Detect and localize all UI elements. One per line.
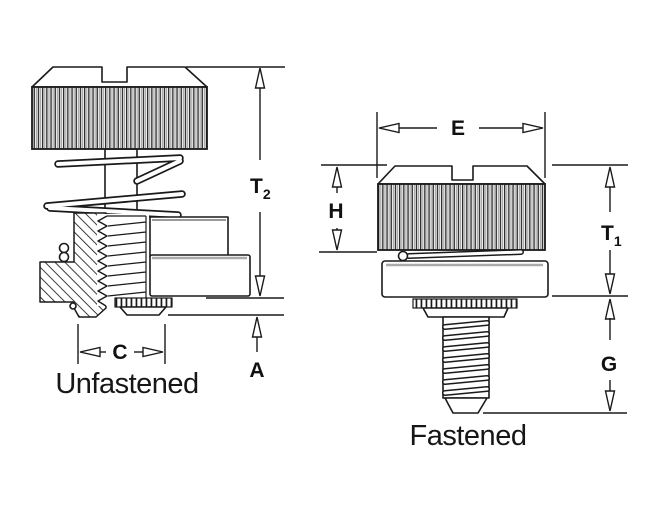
retainer-flange [381, 260, 549, 298]
dim-label-G: G [601, 353, 617, 376]
dimension-arrow-icon [604, 166, 616, 188]
dimension-arrow-icon [378, 122, 400, 134]
dimension-arrow-icon [254, 275, 266, 297]
head-knurl-band [377, 183, 546, 251]
dimension-arrow-icon [604, 390, 616, 412]
retainer-sleeve [149, 216, 251, 297]
clinch-knurl-ring [114, 297, 173, 308]
caption-unfastened: Unfastened [55, 368, 198, 400]
thread-ridges [442, 320, 490, 396]
dim-label-E: E [451, 117, 465, 140]
dimension-arrow-icon [331, 229, 343, 251]
caption-fastened: Fastened [410, 420, 527, 452]
dim-H: H [319, 164, 387, 253]
dim-G: G [483, 298, 627, 414]
stud-tip [119, 306, 167, 316]
dimension-arrow-icon [522, 122, 544, 134]
unfastened-figure: T2 A C Unfastened [31, 66, 285, 400]
dim-C: C [77, 324, 166, 364]
dim-label-A: A [249, 359, 264, 382]
dim-T1: T1 [552, 164, 628, 297]
panel-cross-section [39, 212, 107, 318]
threaded-stud [442, 316, 490, 414]
head-top-with-slot [377, 165, 546, 185]
fastened-figure: E H T1 G [319, 112, 628, 452]
knurled-head [31, 66, 208, 150]
dimension-arrow-icon [604, 273, 616, 295]
dimension-arrow-icon [79, 346, 101, 358]
dim-label-T1: T1 [601, 222, 622, 249]
dim-label-T2: T2 [250, 175, 271, 202]
stud-tip [444, 397, 488, 414]
dimension-arrow-icon [251, 316, 263, 338]
spring-wire-section [58, 242, 77, 310]
dimension-arrow-icon [254, 67, 266, 89]
head-top-with-slot [31, 66, 208, 88]
compressed-spring [397, 249, 524, 262]
dim-label-H: H [328, 200, 343, 223]
dim-T2: T2 [186, 66, 285, 299]
clinch-knurl-ring [412, 298, 518, 309]
dim-label-C: C [112, 341, 127, 364]
spring [43, 154, 186, 219]
washer-step [422, 307, 509, 318]
dim-E: E [376, 112, 546, 178]
dim-A: A [168, 314, 284, 382]
dimension-arrow-icon [604, 298, 616, 320]
thread-section [97, 214, 149, 307]
head-knurl-band [31, 86, 208, 150]
knurled-head [377, 165, 546, 251]
dimension-arrow-icon [142, 346, 164, 358]
dimension-arrow-icon [331, 166, 343, 188]
